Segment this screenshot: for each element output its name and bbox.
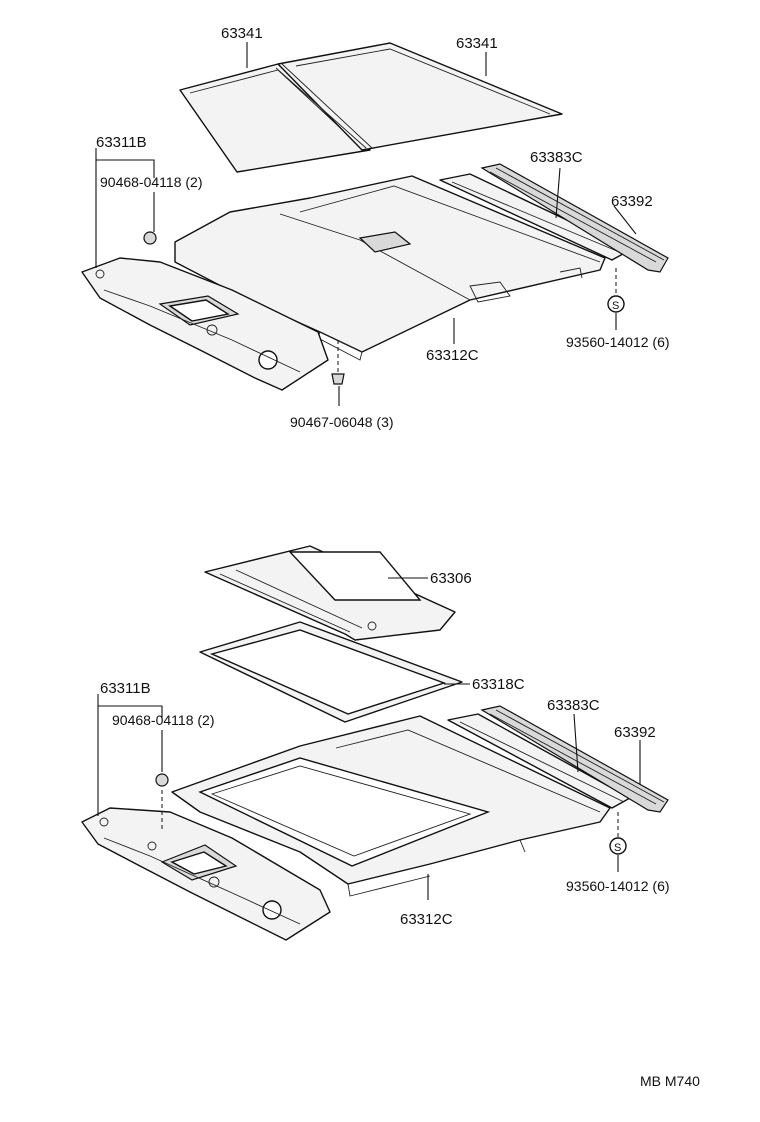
leader-trim-strip [613, 205, 637, 235]
label-screw: 90467-06048 (3) [290, 414, 394, 430]
headliner-sunroof-part [171, 715, 611, 897]
rear-panel-part-lower [81, 773, 331, 941]
fastener-s-marker: S [607, 268, 625, 313]
s-marker-text-lower: S [614, 842, 621, 854]
fastener-s-marker-lower: S [609, 812, 627, 855]
label-trim-strip: 63392 [611, 193, 653, 210]
label-frame: 63318C [472, 676, 525, 693]
label-fastener-lower: 93560-14012 (6) [566, 878, 670, 894]
label-fastener: 93560-14012 (6) [566, 334, 670, 350]
screw-part [331, 340, 345, 385]
leader-rear-panel [95, 148, 155, 268]
roof-sheet-parts [179, 42, 563, 173]
label-rear-panel-lower: 63311B [100, 680, 151, 697]
label-headliner: 63312C [426, 347, 479, 364]
label-side-rail: 63383C [530, 149, 583, 166]
sunroof-panel-part [204, 545, 456, 641]
label-sheet-left: 63341 [221, 25, 263, 42]
label-side-rail-lower: 63383C [547, 697, 600, 714]
label-sunroof-panel: 63306 [430, 570, 472, 587]
label-clip-upper: 90468-04118 (2) [100, 174, 202, 190]
rear-panel-part [81, 231, 329, 391]
trim-strip-part-lower [480, 705, 669, 813]
page-code: MB M740 [640, 1073, 700, 1089]
label-sheet-right: 63341 [456, 35, 498, 52]
label-clip-upper-lower: 90468-04118 (2) [112, 712, 214, 728]
label-rear-panel: 63311B [96, 134, 147, 151]
top-diagram: S 63341 63341 63311B 90468-04118 (2) 633… [81, 25, 670, 430]
leader-side-rail-lower [573, 713, 579, 773]
label-headliner-lower: 63312C [400, 911, 453, 928]
frame-part [199, 621, 463, 723]
s-marker-text: S [612, 300, 619, 312]
leader-rear-panel-lower [97, 694, 163, 816]
trim-strip-part [480, 163, 669, 273]
leader-side-rail [555, 167, 561, 219]
bottom-diagram: S 63306 63318C 63311B 90468-04118 (2) 63… [81, 545, 670, 941]
label-trim-strip-lower: 63392 [614, 724, 656, 741]
